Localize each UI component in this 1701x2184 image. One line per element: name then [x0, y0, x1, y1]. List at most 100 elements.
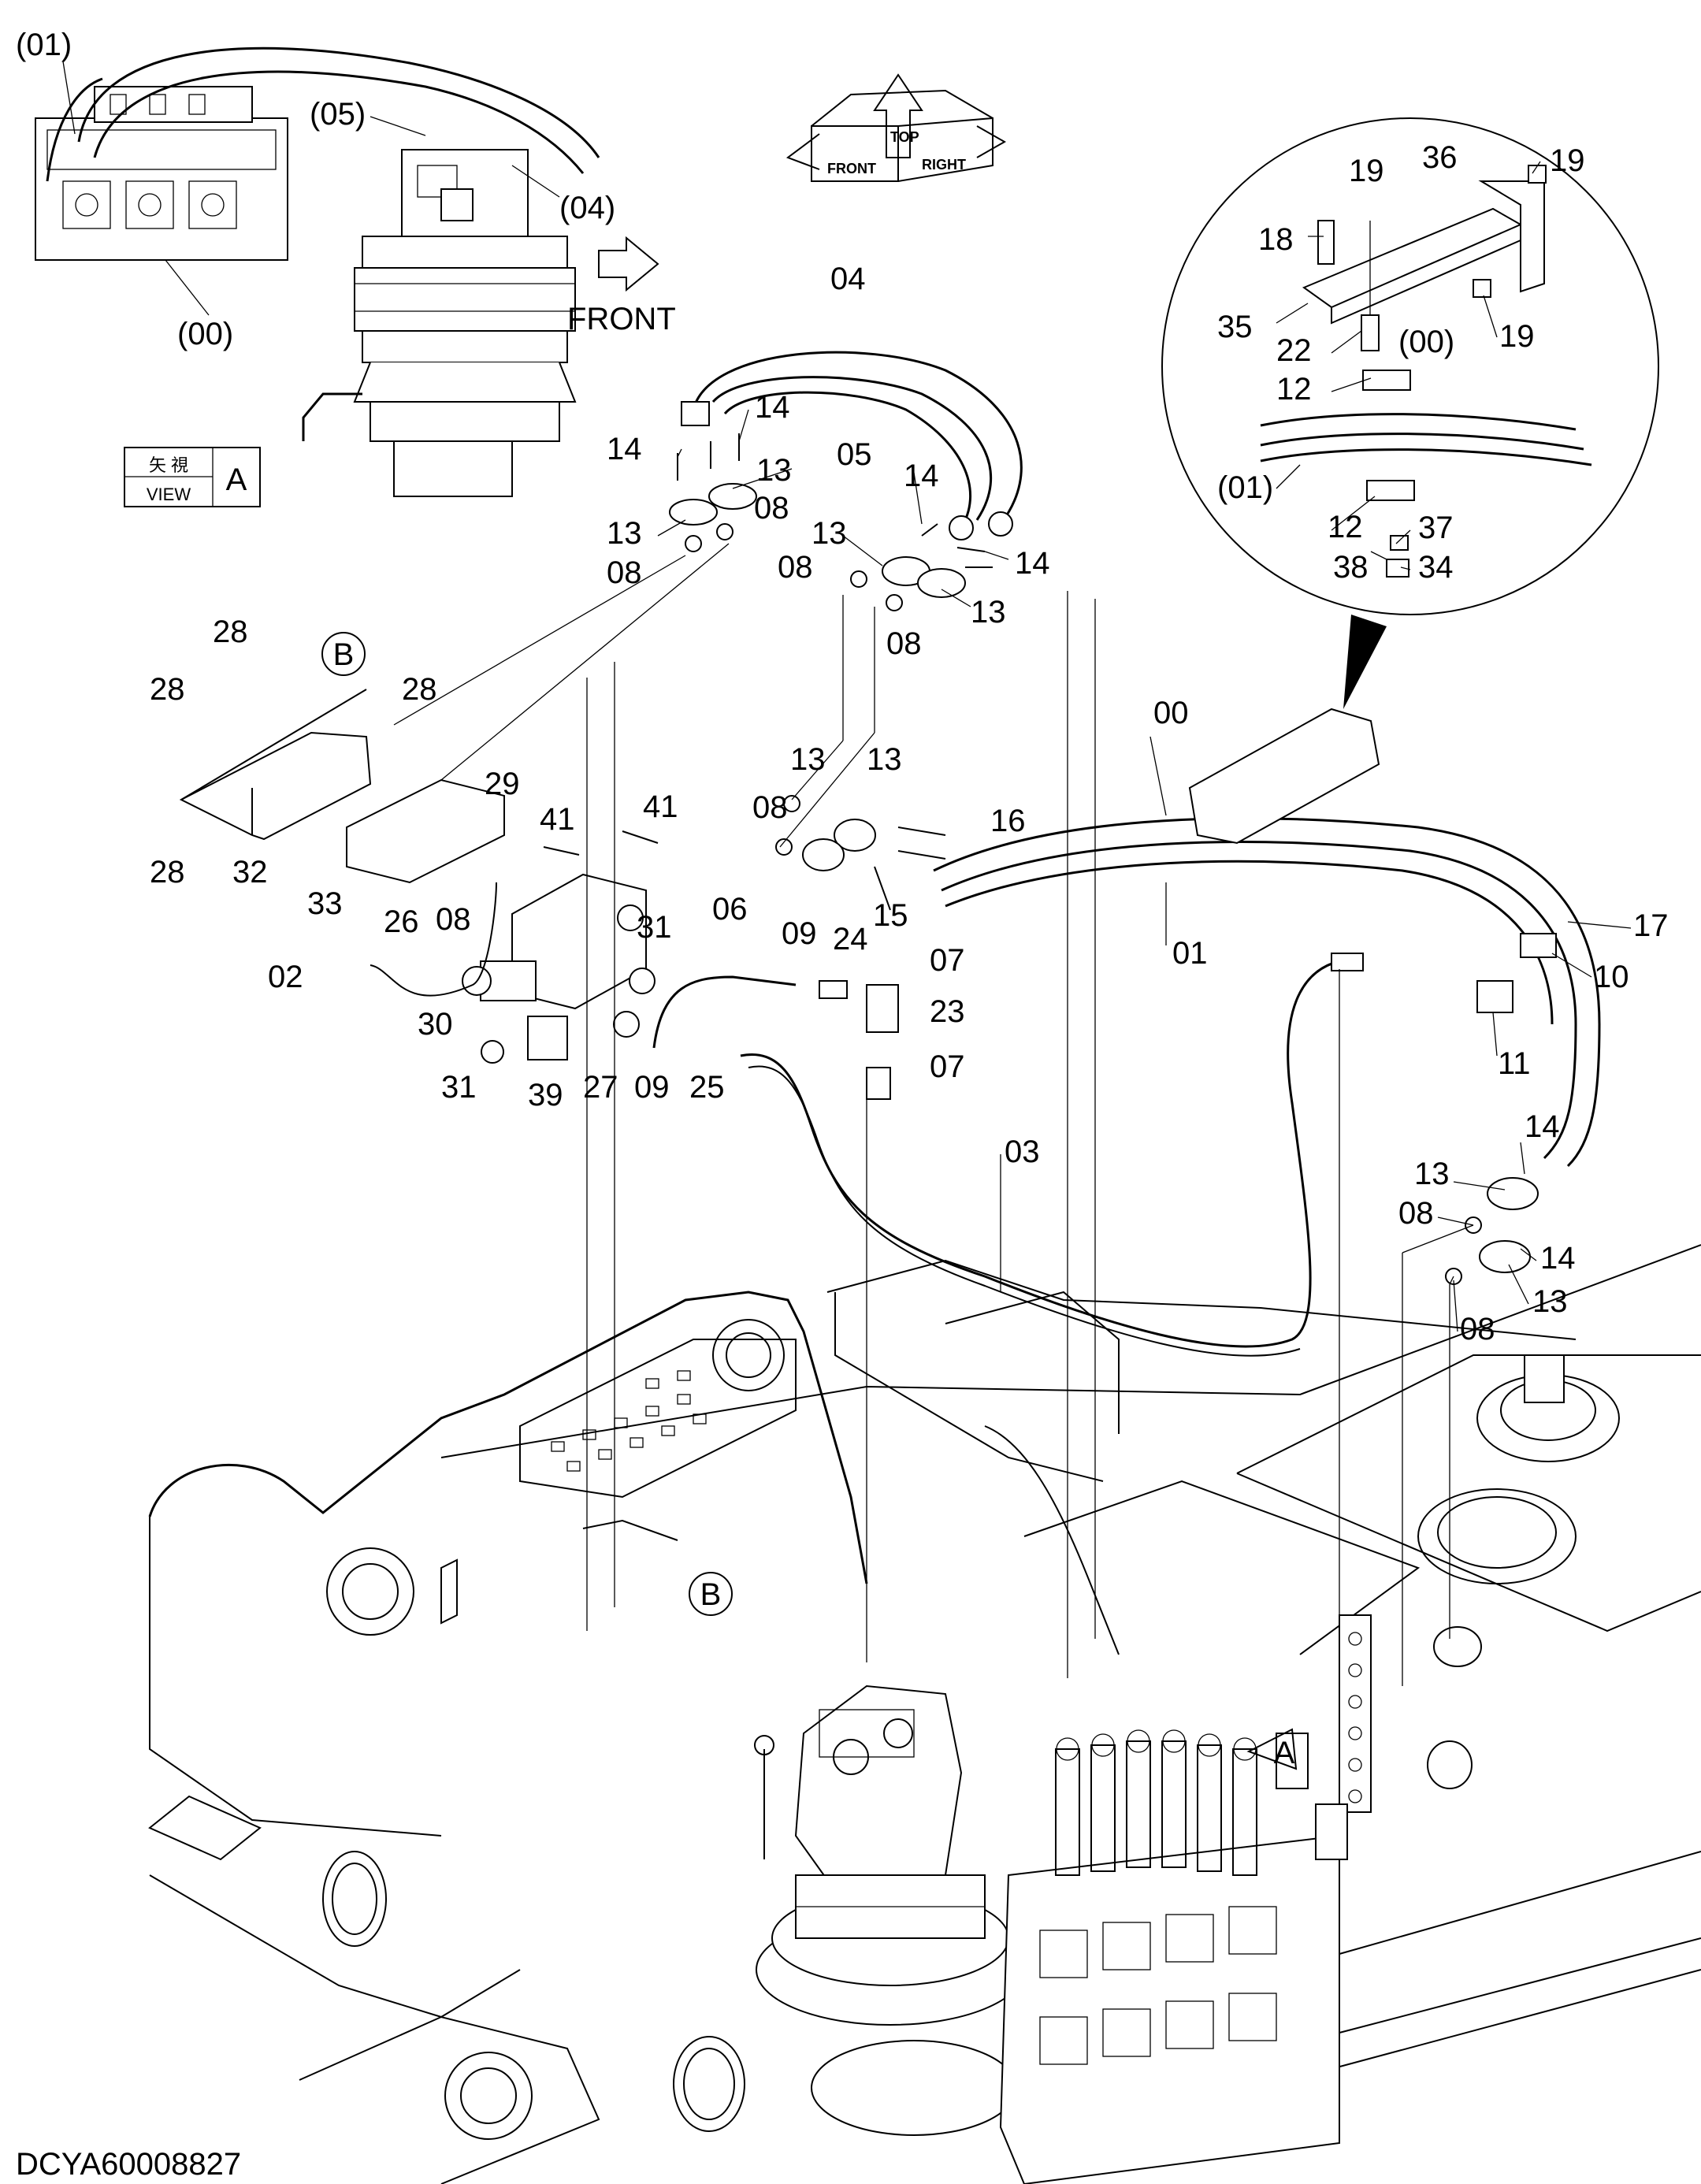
- view-label: VIEW: [147, 485, 191, 504]
- part-label: 24: [833, 922, 868, 956]
- part-label: (00): [1398, 325, 1454, 359]
- part-label: 13: [971, 595, 1006, 630]
- main-hoses-00-01: [775, 708, 1601, 1285]
- part-label: 37: [1418, 511, 1454, 545]
- part-label: 39: [528, 1078, 563, 1112]
- part-label: 38: [1333, 550, 1369, 585]
- inset-valve-motor: [35, 46, 600, 497]
- part-label: 31: [441, 1070, 477, 1105]
- part-label: 27: [583, 1070, 618, 1105]
- part-labels: (01) (05) (04) (00) 04 05 14 14 14 13 13…: [16, 28, 1669, 1346]
- part-label: 03: [1005, 1135, 1040, 1169]
- part-label: 06: [712, 892, 748, 927]
- part-label: (05): [310, 97, 366, 132]
- control-valve-bottom: [999, 1729, 1348, 2184]
- part-label: 14: [904, 459, 939, 493]
- part-label: 13: [1532, 1284, 1568, 1319]
- part-label: (00): [177, 317, 233, 351]
- orientation-icon: FRONT RIGHT TOP: [786, 73, 1007, 182]
- part-label: 10: [1594, 960, 1629, 994]
- callout-a-arrow: [1246, 1728, 1298, 1770]
- part-label: 13: [790, 742, 826, 777]
- part-label: 02: [268, 960, 303, 994]
- orient-top: TOP: [890, 129, 919, 145]
- part-label: 08: [886, 626, 922, 661]
- part-label: 08: [436, 902, 471, 937]
- orient-front: FRONT: [827, 161, 876, 176]
- part-label: 19: [1499, 319, 1535, 354]
- part-label: 14: [607, 432, 642, 466]
- part-label: 14: [1540, 1241, 1576, 1276]
- part-label: 19: [1349, 154, 1384, 188]
- part-label: 33: [307, 886, 343, 921]
- detail-circle: [1161, 117, 1659, 615]
- part-label: 28: [150, 855, 185, 890]
- part-label: 08: [752, 790, 788, 825]
- view-letter: A: [226, 462, 247, 497]
- hoses-04-05: [669, 351, 1023, 611]
- part-label: 07: [930, 943, 965, 978]
- part-label: 08: [607, 555, 642, 590]
- part-label: 09: [634, 1070, 670, 1105]
- callout-markers: B B A: [321, 632, 1298, 1770]
- part-label: 05: [837, 437, 872, 472]
- valve-assembly: [179, 689, 899, 1100]
- part-label: 41: [643, 789, 678, 824]
- view-kanji: 矢 視: [149, 455, 188, 475]
- callout-b-bottom: [689, 1572, 733, 1616]
- part-label: 23: [930, 994, 965, 1029]
- view-a-box: 矢 視 VIEW A: [124, 447, 261, 507]
- part-label: 12: [1276, 372, 1312, 407]
- part-label: 14: [755, 390, 790, 425]
- part-label: 34: [1418, 550, 1454, 585]
- part-label: 25: [689, 1070, 725, 1105]
- callout-b-top: [321, 632, 366, 676]
- part-label: 13: [812, 516, 847, 551]
- part-label: (01): [1217, 470, 1273, 505]
- part-label: 41: [540, 802, 575, 837]
- diagram-id: DCYA60008827: [16, 2147, 241, 2182]
- callout-b-bottom-letter: B: [700, 1577, 722, 1612]
- part-label: 15: [873, 898, 908, 933]
- machine-frame: [148, 1244, 1701, 2184]
- part-label: 07: [930, 1049, 965, 1084]
- part-label: 28: [213, 615, 248, 649]
- part-label: 18: [1258, 222, 1294, 257]
- part-label: 13: [1414, 1157, 1450, 1191]
- part-label: 22: [1276, 333, 1312, 368]
- part-label: 30: [418, 1007, 453, 1042]
- part-label: 35: [1217, 310, 1253, 344]
- part-label: 12: [1328, 510, 1363, 544]
- part-label: 08: [1460, 1312, 1495, 1346]
- part-label: 08: [1398, 1196, 1434, 1231]
- part-label: 13: [867, 742, 902, 777]
- projection-lines: [393, 543, 1474, 1686]
- part-label: 08: [754, 491, 789, 526]
- part-label: 00: [1153, 696, 1189, 730]
- part-label: 13: [607, 516, 642, 551]
- part-label: 17: [1633, 908, 1669, 943]
- part-label: 19: [1550, 143, 1585, 178]
- hose-03: [740, 953, 1364, 1357]
- part-label: 08: [778, 550, 813, 585]
- part-label: 26: [384, 904, 419, 939]
- orient-right: RIGHT: [922, 157, 966, 173]
- swing-motor-bottom: [754, 1684, 1025, 2136]
- part-label: 09: [782, 916, 817, 951]
- label-leaders: [62, 61, 1632, 1332]
- part-label: 01: [1172, 936, 1208, 971]
- front-text: FRONT: [567, 302, 676, 336]
- part-label: 14: [1525, 1109, 1560, 1144]
- part-label: 32: [232, 855, 268, 890]
- part-label: 14: [1015, 546, 1050, 581]
- front-arrow: FRONT: [567, 236, 676, 336]
- callout-b-top-letter: B: [333, 637, 355, 672]
- part-label: 11: [1498, 1046, 1531, 1081]
- part-label: 04: [830, 262, 866, 296]
- part-label: 28: [402, 672, 437, 707]
- part-label: 36: [1422, 140, 1458, 175]
- part-label: (01): [16, 28, 72, 62]
- part-label: 16: [990, 804, 1026, 838]
- callout-a-letter: A: [1274, 1736, 1295, 1770]
